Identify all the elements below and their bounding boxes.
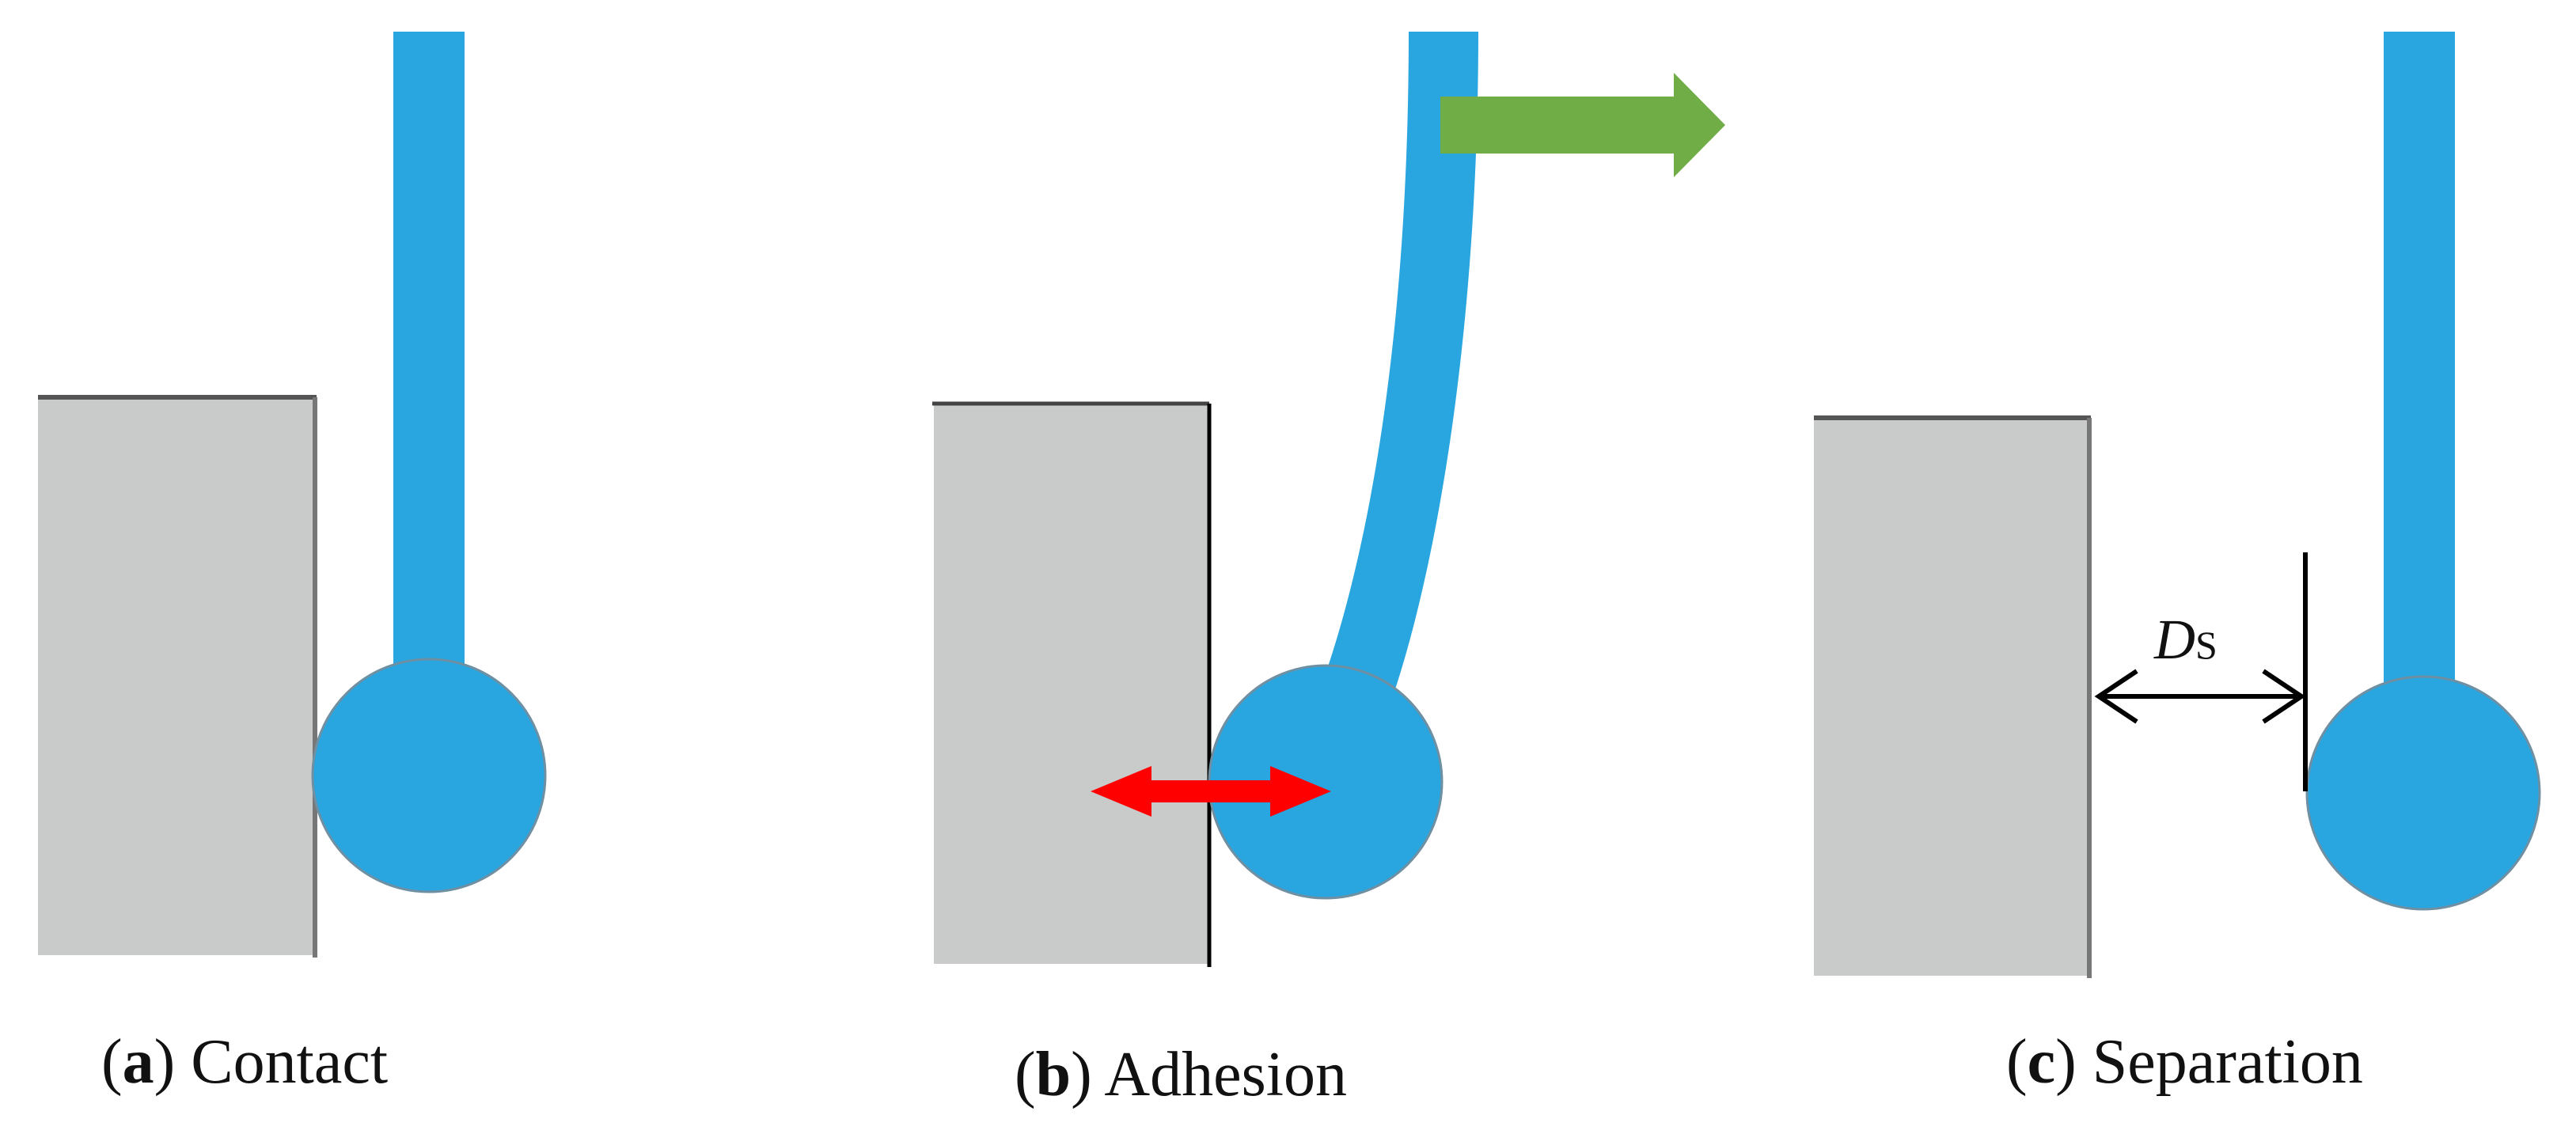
distance-subscript: S [2195, 623, 2217, 667]
separation-distance-label: DS [2154, 611, 2217, 668]
wall-block-c [1814, 418, 2089, 976]
panel-b-adhesion [932, 32, 1725, 967]
caption-letter-a: a [122, 1027, 154, 1097]
panel-c-separation [1814, 32, 2541, 978]
wall-block-a [38, 397, 313, 955]
bent-probe-stem-b [1323, 32, 1478, 696]
caption-panel-b: (b) Adhesion [1015, 1040, 1348, 1109]
probe-stem-c [2384, 32, 2455, 696]
caption-title-a: Contact [191, 1027, 389, 1097]
dimension-arrowhead-left [2094, 669, 2138, 724]
panel-a-contact [38, 32, 547, 958]
wall-block-b [934, 404, 1209, 964]
probe-tip-a [311, 658, 547, 893]
probe-tip-c [2305, 675, 2541, 911]
dimension-arrowhead-right [2262, 669, 2306, 724]
caption-letter-b: b [1035, 1040, 1072, 1109]
caption-title-b: Adhesion [1104, 1040, 1348, 1109]
caption-panel-a: (a) Contact [101, 1027, 389, 1097]
probe-stem-a [393, 32, 465, 681]
distance-symbol: D [2154, 608, 2195, 671]
caption-panel-c: (c) Separation [2006, 1027, 2363, 1097]
caption-title-c: Separation [2092, 1027, 2363, 1097]
adhesion-force-double-arrow [1091, 766, 1331, 817]
caption-letter-c: c [2027, 1027, 2056, 1097]
pull-direction-arrow [1440, 73, 1725, 177]
